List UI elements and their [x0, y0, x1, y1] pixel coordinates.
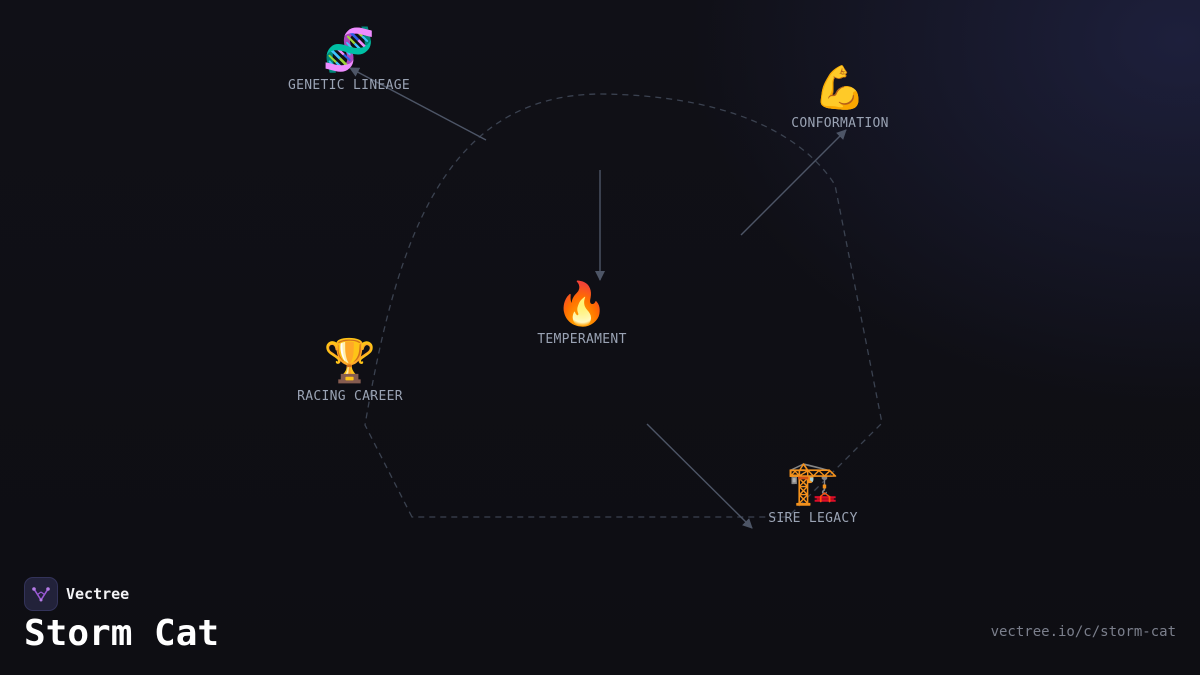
vectree-logo-icon: [24, 577, 58, 611]
dashed-outline: [364, 93, 883, 518]
arrow-to-sire-legacy: [646, 423, 753, 529]
arrow-to-genetic-lineage: [349, 67, 487, 141]
node-racing-career: 🏆 RACING CAREER: [297, 336, 403, 405]
share-url[interactable]: vectree.io/c/storm-cat: [990, 624, 1176, 640]
node-label: TEMPERAMENT: [537, 332, 627, 347]
node-label: GENETIC LINEAGE: [288, 78, 410, 93]
node-temperament: 🔥 TEMPERAMENT: [537, 279, 627, 348]
arrow-to-conformation: [740, 129, 847, 236]
node-sire-legacy: 🏗️ SIRE LEGACY: [768, 458, 858, 527]
construction-crane-icon: 🏗️: [786, 458, 840, 507]
node-conformation: 💪 CONFORMATION: [791, 63, 889, 132]
node-genetic-lineage: 🧬 GENETIC LINEAGE: [288, 25, 410, 94]
node-label: RACING CAREER: [297, 389, 403, 404]
brand-name: Vectree: [66, 585, 130, 603]
dna-icon: 🧬: [322, 25, 376, 74]
brand: Vectree: [24, 577, 129, 611]
page-title: Storm Cat: [24, 613, 220, 654]
flexed-biceps-icon: 💪: [813, 63, 867, 112]
fire-icon: 🔥: [555, 279, 609, 328]
trophy-icon: 🏆: [323, 336, 377, 385]
node-label: SIRE LEGACY: [768, 511, 858, 526]
node-label: CONFORMATION: [791, 116, 889, 131]
